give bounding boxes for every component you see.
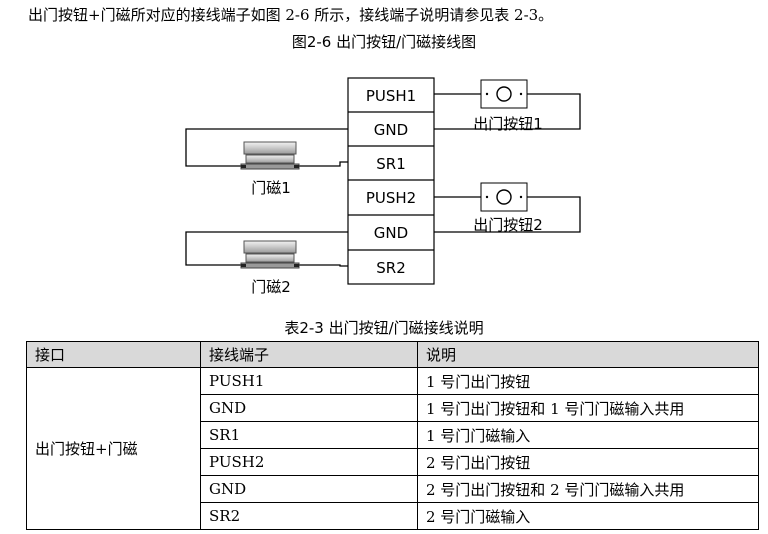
terminal-label-sr1: SR1 [376,155,406,173]
intro-paragraph: 出门按钮+门磁所对应的接线端子如图 2-6 所示，接线端子说明请参见表 2-3。 [28,6,554,24]
table-header-row: 接口 接线端子 说明 [26,341,759,368]
terminal-label-gnd2: GND [374,224,408,242]
wires [185,93,581,267]
description-cell: 1 号门门磁输入 [417,421,759,449]
figure-caption: 图2-6 出门按钮/门磁接线图 [291,33,477,51]
door-sensor-2-icon [240,240,300,269]
description-cell: 2 号门出门按钮和 2 号门门磁输入共用 [417,475,759,503]
table-row: SR1 1 号门门磁输入 [27,421,759,449]
exit-button-2-label: 出门按钮2 [473,216,543,234]
table-row: SR2 2 号门门磁输入 [27,502,759,530]
door-sensor-1-icon [240,141,300,170]
terminal-cell: SR1 [200,421,418,449]
header-terminal: 接线端子 [200,341,418,368]
description-cell: 2 号门门磁输入 [417,502,759,530]
wiring-diagram: PUSH1 GND SR1 PUSH2 GND SR2 出门按钮1 出门按钮2 … [185,77,581,296]
door-sensor-2-label: 门磁2 [251,278,291,296]
terminal-cell: GND [200,394,418,422]
terminal-cell: PUSH2 [200,448,418,476]
exit-button-1-icon [480,79,528,109]
wiring-spec-table: 接口 接线端子 说明 出门按钮+门磁 PUSH1 1 号门出门按钮 GND 1 … [26,341,759,530]
table-row: PUSH2 2 号门出门按钮 [27,448,759,476]
description-cell: 2 号门出门按钮 [417,448,759,476]
header-description: 说明 [417,341,759,368]
table-row: GND 1 号门出门按钮和 1 号门门磁输入共用 [27,394,759,422]
terminal-cell: GND [200,475,418,503]
exit-button-2-icon [480,182,528,212]
terminal-cell: SR2 [200,502,418,530]
header-interface: 接口 [26,341,201,368]
table-row: 出门按钮+门磁 PUSH1 1 号门出门按钮 [26,367,759,530]
terminal-label-push1: PUSH1 [366,87,416,105]
description-cell: 1 号门出门按钮 [417,367,759,395]
terminal-label-push2: PUSH2 [366,189,416,207]
exit-button-1-label: 出门按钮1 [473,115,543,133]
terminal-cell: PUSH1 [200,367,418,395]
table-row: GND 2 号门出门按钮和 2 号门门磁输入共用 [27,475,759,503]
terminal-block: PUSH1 GND SR1 PUSH2 GND SR2 [347,77,435,285]
terminal-label-gnd1: GND [374,121,408,139]
description-cell: 1 号门出门按钮和 1 号门门磁输入共用 [417,394,759,422]
table-caption: 表2-3 出门按钮/门磁接线说明 [284,319,484,337]
terminal-label-sr2: SR2 [376,259,406,277]
door-sensor-1-label: 门磁1 [251,179,291,197]
interface-cell: 出门按钮+门磁 [26,367,201,530]
